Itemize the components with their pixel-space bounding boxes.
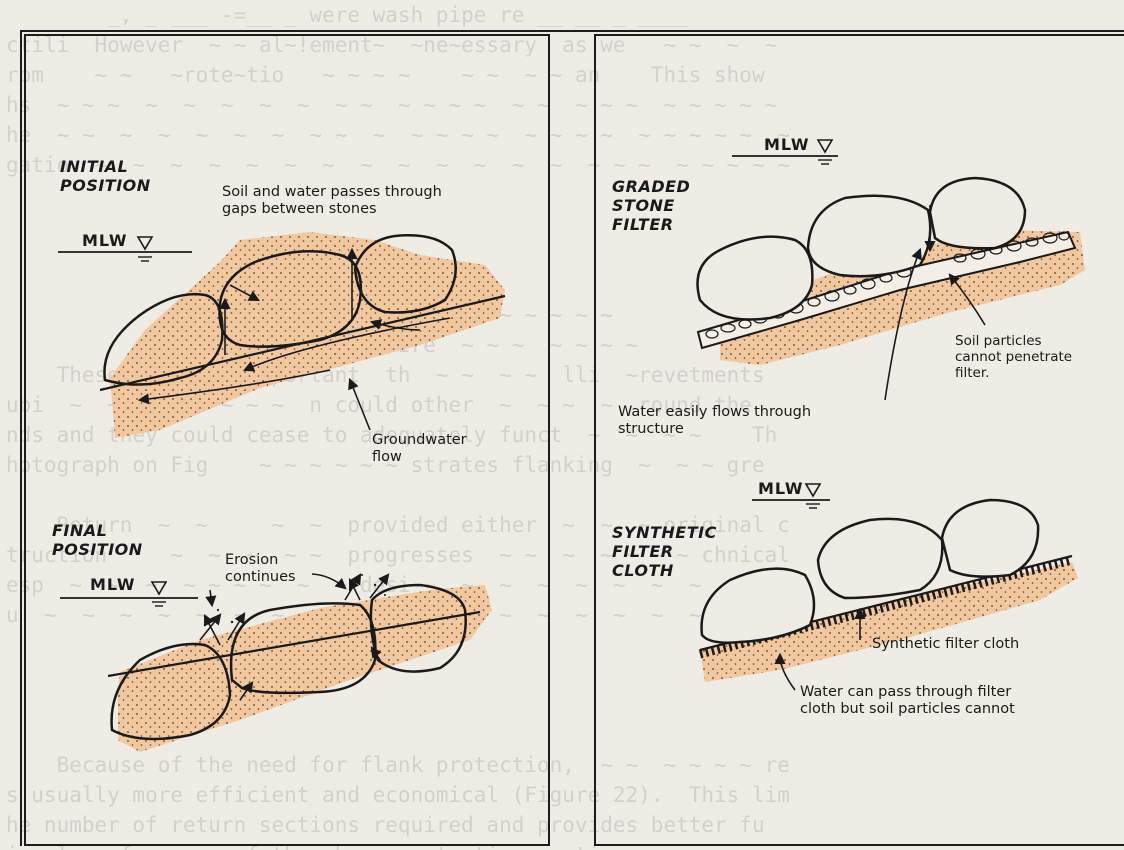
final-position-heading: FINAL POSITION (52, 522, 143, 560)
stone (702, 569, 814, 643)
stone (698, 237, 813, 320)
filter-cloth-note: Synthetic filter cloth (872, 636, 1019, 653)
stone (808, 196, 930, 277)
initial-position-scene (58, 232, 505, 438)
soil-particles-note: Soil particles cannot penetrate filter. (955, 334, 1072, 382)
water-pass-note: Water can pass through filter cloth but … (800, 684, 1015, 718)
stone (942, 500, 1038, 577)
mlw-label: MLW (82, 232, 128, 251)
soil-water-note: Soil and water passes through gaps betwe… (222, 184, 442, 218)
erosion-note: Erosion continues (225, 552, 296, 586)
groundwater-note: Groundwater flow (372, 432, 467, 466)
initial-position-heading: INITIAL POSITION (60, 158, 151, 196)
soil-bank (110, 232, 505, 438)
synthetic-filter-cloth-scene (700, 484, 1078, 690)
synthetic-filter-cloth-heading: SYNTHETIC FILTER CLOTH (612, 524, 717, 581)
final-position-scene (60, 574, 492, 752)
mlw-label: MLW (90, 576, 136, 595)
water-flows-note: Water easily flows through structure (618, 404, 811, 438)
stone (818, 519, 942, 598)
mlw-label: MLW (758, 480, 804, 499)
graded-stone-filter-heading: GRADED STONE FILTER (612, 178, 690, 235)
mlw-label: MLW (764, 136, 810, 155)
stone (930, 178, 1025, 248)
